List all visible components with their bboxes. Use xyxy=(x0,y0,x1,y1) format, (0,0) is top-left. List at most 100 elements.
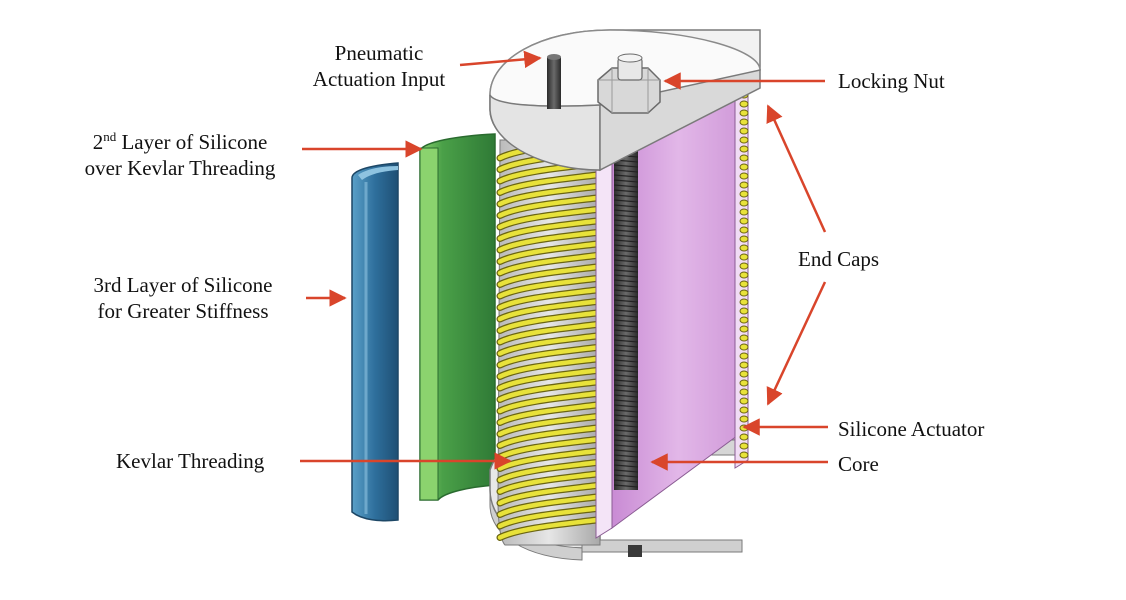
rod-thread xyxy=(613,169,639,173)
kevlar-coil-highlight xyxy=(497,356,603,379)
rod-thread xyxy=(613,174,639,178)
kevlar-coil-section xyxy=(739,109,749,117)
rod-thread xyxy=(613,444,639,448)
kevlar-coil-highlight xyxy=(497,402,603,425)
rod-thread xyxy=(613,179,639,183)
rod-thread xyxy=(613,409,639,413)
rod-thread xyxy=(613,309,639,313)
kevlar-coil-section xyxy=(739,136,749,144)
kevlar-coil-section xyxy=(739,118,749,126)
label-pneumatic-line1: Pneumatic xyxy=(334,41,424,65)
rod-thread xyxy=(613,469,639,473)
rod-thread xyxy=(613,389,639,393)
kevlar-coil-highlight xyxy=(497,264,603,287)
kevlar-coil-section xyxy=(739,451,749,459)
kevlar-coil-section xyxy=(739,289,749,297)
rod-thread xyxy=(613,459,639,463)
outer-silicone-layer xyxy=(351,162,399,522)
kevlar-coil-highlight xyxy=(497,298,603,322)
rod-thread xyxy=(613,224,639,228)
kevlar-coil-highlight xyxy=(497,287,603,310)
kevlar-coil-section xyxy=(739,163,749,171)
kevlar-coil-highlight xyxy=(497,252,603,276)
pneumatic-input-tube xyxy=(547,54,561,109)
threaded-rod xyxy=(613,140,639,490)
kevlar-coil-section xyxy=(739,442,749,450)
kevlar-coil-highlight xyxy=(497,379,603,402)
kevlar-coil-section xyxy=(739,190,749,198)
rod-thread xyxy=(613,294,639,298)
kevlar-coil-section xyxy=(739,208,749,216)
rod-thread xyxy=(613,314,639,318)
kevlar-coil-section xyxy=(739,298,749,306)
locking-nut xyxy=(597,53,661,114)
kevlar-coil-section xyxy=(739,271,749,279)
rod-thread xyxy=(613,204,639,208)
rod-thread xyxy=(613,449,639,453)
rod-thread xyxy=(613,264,639,268)
kevlar-coil-section xyxy=(739,433,749,441)
rod-thread xyxy=(613,259,639,263)
kevlar-coil-highlight xyxy=(497,333,603,356)
rod-thread xyxy=(613,424,639,428)
kevlar-coil-section xyxy=(739,253,749,261)
rod-thread xyxy=(613,379,639,383)
second-silicone-layer xyxy=(419,133,496,501)
rod-thread xyxy=(613,289,639,293)
label-core: Core xyxy=(838,452,879,476)
kevlar-coil-section xyxy=(739,406,749,414)
rod-thread xyxy=(613,439,639,443)
label-second-layer: 2nd Layer of Silicone over Kevlar Thread… xyxy=(60,124,300,181)
kevlar-coil-highlight xyxy=(497,183,603,207)
kevlar-coil-section xyxy=(739,415,749,423)
rod-thread xyxy=(613,239,639,243)
rod-thread xyxy=(613,419,639,423)
kevlar-coil-highlight xyxy=(497,321,603,345)
arrow-end-caps-top xyxy=(766,104,827,233)
kevlar-coil-section xyxy=(739,262,749,270)
arrow-pneumatic xyxy=(459,50,542,69)
rod-thread xyxy=(613,399,639,403)
rod-thread xyxy=(613,229,639,233)
rod-thread xyxy=(613,324,639,328)
rod-thread xyxy=(613,354,639,358)
kevlar-coil-section xyxy=(739,334,749,342)
rod-thread xyxy=(613,339,639,343)
kevlar-coil-highlight xyxy=(497,367,603,391)
kevlar-coil-section xyxy=(739,217,749,225)
kevlar-threading-coils xyxy=(496,136,604,541)
rod-thread xyxy=(613,434,639,438)
label-pneumatic-input: Pneumatic Actuation Input xyxy=(300,40,458,92)
rod-thread xyxy=(613,284,639,288)
label-pneumatic-line2: Actuation Input xyxy=(312,67,446,91)
rod-thread xyxy=(613,359,639,363)
label-second-layer-line1: 2nd Layer of Silicone xyxy=(92,129,268,154)
kevlar-coil-highlight xyxy=(497,459,603,483)
kevlar-coil-section xyxy=(739,370,749,378)
kevlar-coil-section xyxy=(739,379,749,387)
rod-thread xyxy=(613,214,639,218)
rod-thread xyxy=(613,454,639,458)
rod-thread xyxy=(613,464,639,468)
kevlar-coil-section xyxy=(739,316,749,324)
rod-thread xyxy=(613,209,639,213)
kevlar-coil-highlight xyxy=(497,310,603,333)
kevlar-coil-section xyxy=(739,100,749,108)
rod-thread xyxy=(613,304,639,308)
kevlar-coil-highlight xyxy=(497,344,603,368)
kevlar-coil-highlight xyxy=(497,413,603,437)
kevlar-coil-highlight xyxy=(497,471,603,494)
kevlar-coil-section xyxy=(739,307,749,315)
kevlar-coil-section xyxy=(739,127,749,135)
rod-thread xyxy=(613,234,639,238)
kevlar-coil-section xyxy=(739,199,749,207)
rod-thread xyxy=(613,369,639,373)
rod-thread xyxy=(613,414,639,418)
rod-thread xyxy=(613,219,639,223)
kevlar-coil-highlight xyxy=(497,275,603,299)
kevlar-coil-highlight xyxy=(497,494,603,517)
leader-arrows xyxy=(300,50,828,471)
rod-thread xyxy=(613,329,639,333)
kevlar-coil-highlight xyxy=(497,206,603,230)
